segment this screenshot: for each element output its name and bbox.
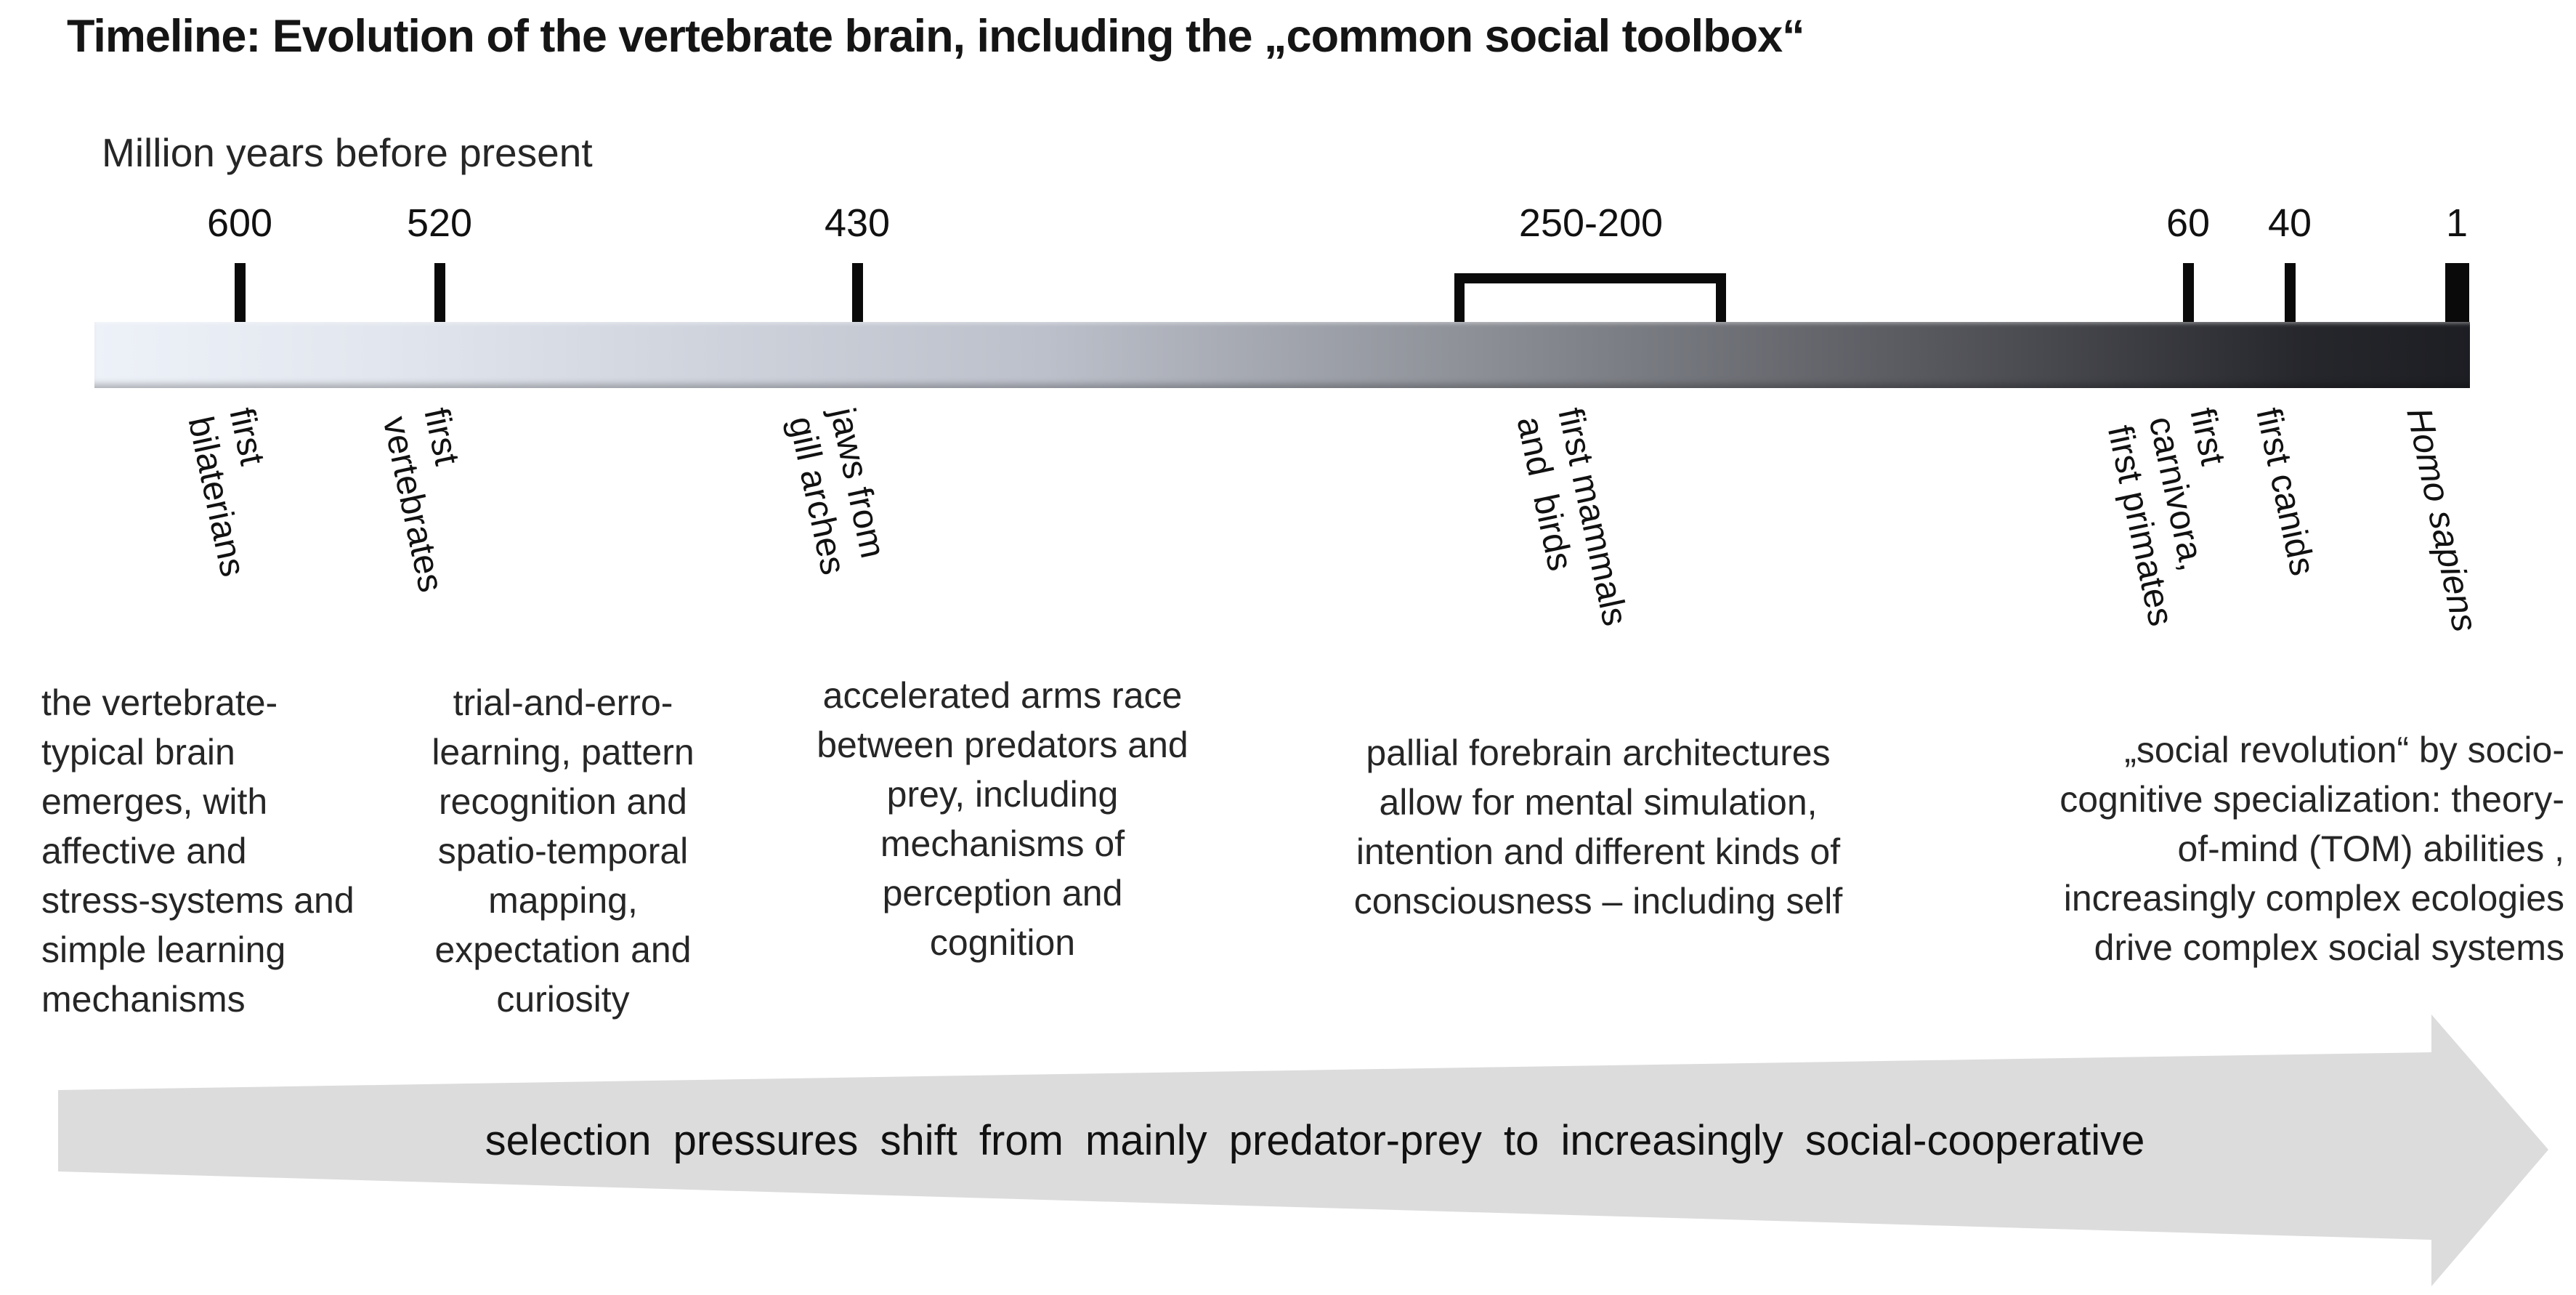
event-label: first mammals and birds (1509, 404, 1635, 629)
tick-mark (2183, 263, 2194, 322)
event-label: first vertebrates (375, 404, 467, 596)
arrow-shape (58, 1014, 2548, 1286)
year-label: 60 (2166, 201, 2211, 245)
event-label: first carnivora, first primates (2099, 404, 2233, 630)
tick-mark (434, 263, 445, 322)
arrow-caption: selection pressures shift from mainly pr… (485, 1117, 2145, 1164)
timeline-gradient-bar (94, 322, 2470, 388)
axis-label: Million years before present (102, 130, 593, 175)
era-description: accelerated arms race between predators … (817, 675, 1188, 963)
era-description: the vertebrate- typical brain emerges, w… (41, 682, 355, 1020)
tick-mark (852, 263, 863, 322)
year-label: 430 (824, 201, 891, 245)
year-label: 40 (2267, 201, 2312, 245)
era-description: trial-and-erro- learning, pattern recogn… (432, 682, 694, 1020)
year-label: 250-200 (1518, 201, 1664, 245)
range-bracket (1454, 273, 1726, 322)
event-label: first canids (2248, 404, 2322, 579)
era-description: „social revolution“ by socio- cognitive … (2059, 730, 2564, 968)
tick-mark (2285, 263, 2296, 322)
right-arrow-icon (58, 1014, 2548, 1286)
tick-mark (235, 263, 246, 322)
tick-mark (2445, 263, 2469, 322)
event-label: Homo sapiens (2399, 404, 2485, 636)
page-title: Timeline: Evolution of the vertebrate br… (67, 11, 1805, 62)
era-description: pallial forebrain architectures allow fo… (1353, 733, 1843, 921)
year-label: 600 (206, 201, 273, 245)
event-label: first bilaterians (180, 404, 272, 581)
year-label: 1 (2445, 201, 2468, 245)
year-label: 520 (406, 201, 473, 245)
event-label: jaws from gill arches (781, 404, 893, 578)
